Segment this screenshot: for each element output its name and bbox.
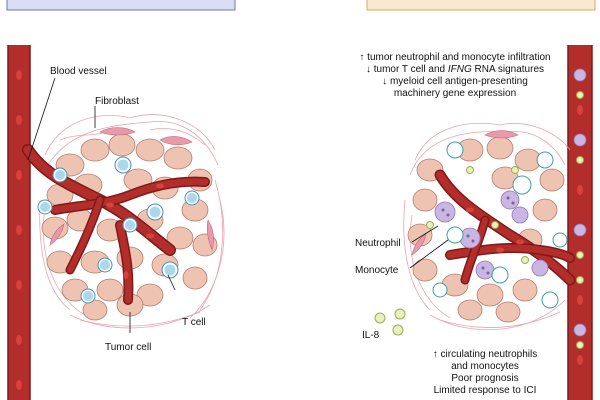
label-il8: IL-8 — [362, 330, 380, 341]
bottom-line-3: Poor prognosis — [451, 373, 519, 384]
label-neutrophil: Neutrophil — [355, 238, 401, 249]
top-line-3: ↓ myeloid cell antigen-presenting — [382, 76, 528, 87]
monocytes-right — [432, 141, 568, 309]
label-monocyte: Monocyte — [355, 265, 399, 276]
bottom-line-4: Limited response to ICI — [433, 385, 537, 396]
neutrophils — [434, 68, 587, 337]
top-line-4: machinery gene expression — [393, 88, 517, 99]
fibroblast-cells-right — [411, 130, 519, 256]
left-header-box — [6, 0, 236, 11]
bottom-line-1: ↑ circulating neutrophils — [432, 349, 538, 360]
top-line-1: ↑ tumor neutrophil and monocyte infiltra… — [359, 52, 551, 63]
right-branch-vessels — [434, 169, 576, 286]
il8-particles — [374, 91, 584, 349]
neutrophil-granules — [441, 196, 515, 275]
t-cells-left — [37, 156, 200, 304]
top-line-2: ↓ tumor T cell and IFNG RNA signatures — [365, 64, 545, 75]
right-header-box — [366, 0, 596, 11]
fibroblast-network-right — [403, 122, 571, 331]
left-panel-illustration — [7, 45, 225, 400]
label-tumor-cell: Tumor cell — [105, 342, 151, 353]
left-leader-lines — [27, 77, 176, 333]
right-leader-lines — [409, 225, 449, 269]
fibroblast-cells-left — [49, 127, 214, 251]
red-blood-cells-left — [16, 70, 164, 390]
label-t-cell: T cell — [182, 317, 206, 328]
red-blood-cells-right — [466, 105, 583, 365]
right-panel-illustration — [374, 45, 593, 400]
label-blood-vessel: Blood vessel — [50, 66, 107, 77]
tumor-cells-left — [41, 133, 218, 321]
left-vertical-vessel — [8, 45, 30, 400]
right-bottom-text: ↑ circulating neutrophils and monocytes … — [410, 349, 560, 397]
bottom-line-2: and monocytes — [451, 361, 519, 372]
right-top-text: ↑ tumor neutrophil and monocyte infiltra… — [330, 52, 580, 100]
right-vertical-vessel — [568, 45, 592, 400]
label-fibroblast: Fibroblast — [95, 96, 139, 107]
